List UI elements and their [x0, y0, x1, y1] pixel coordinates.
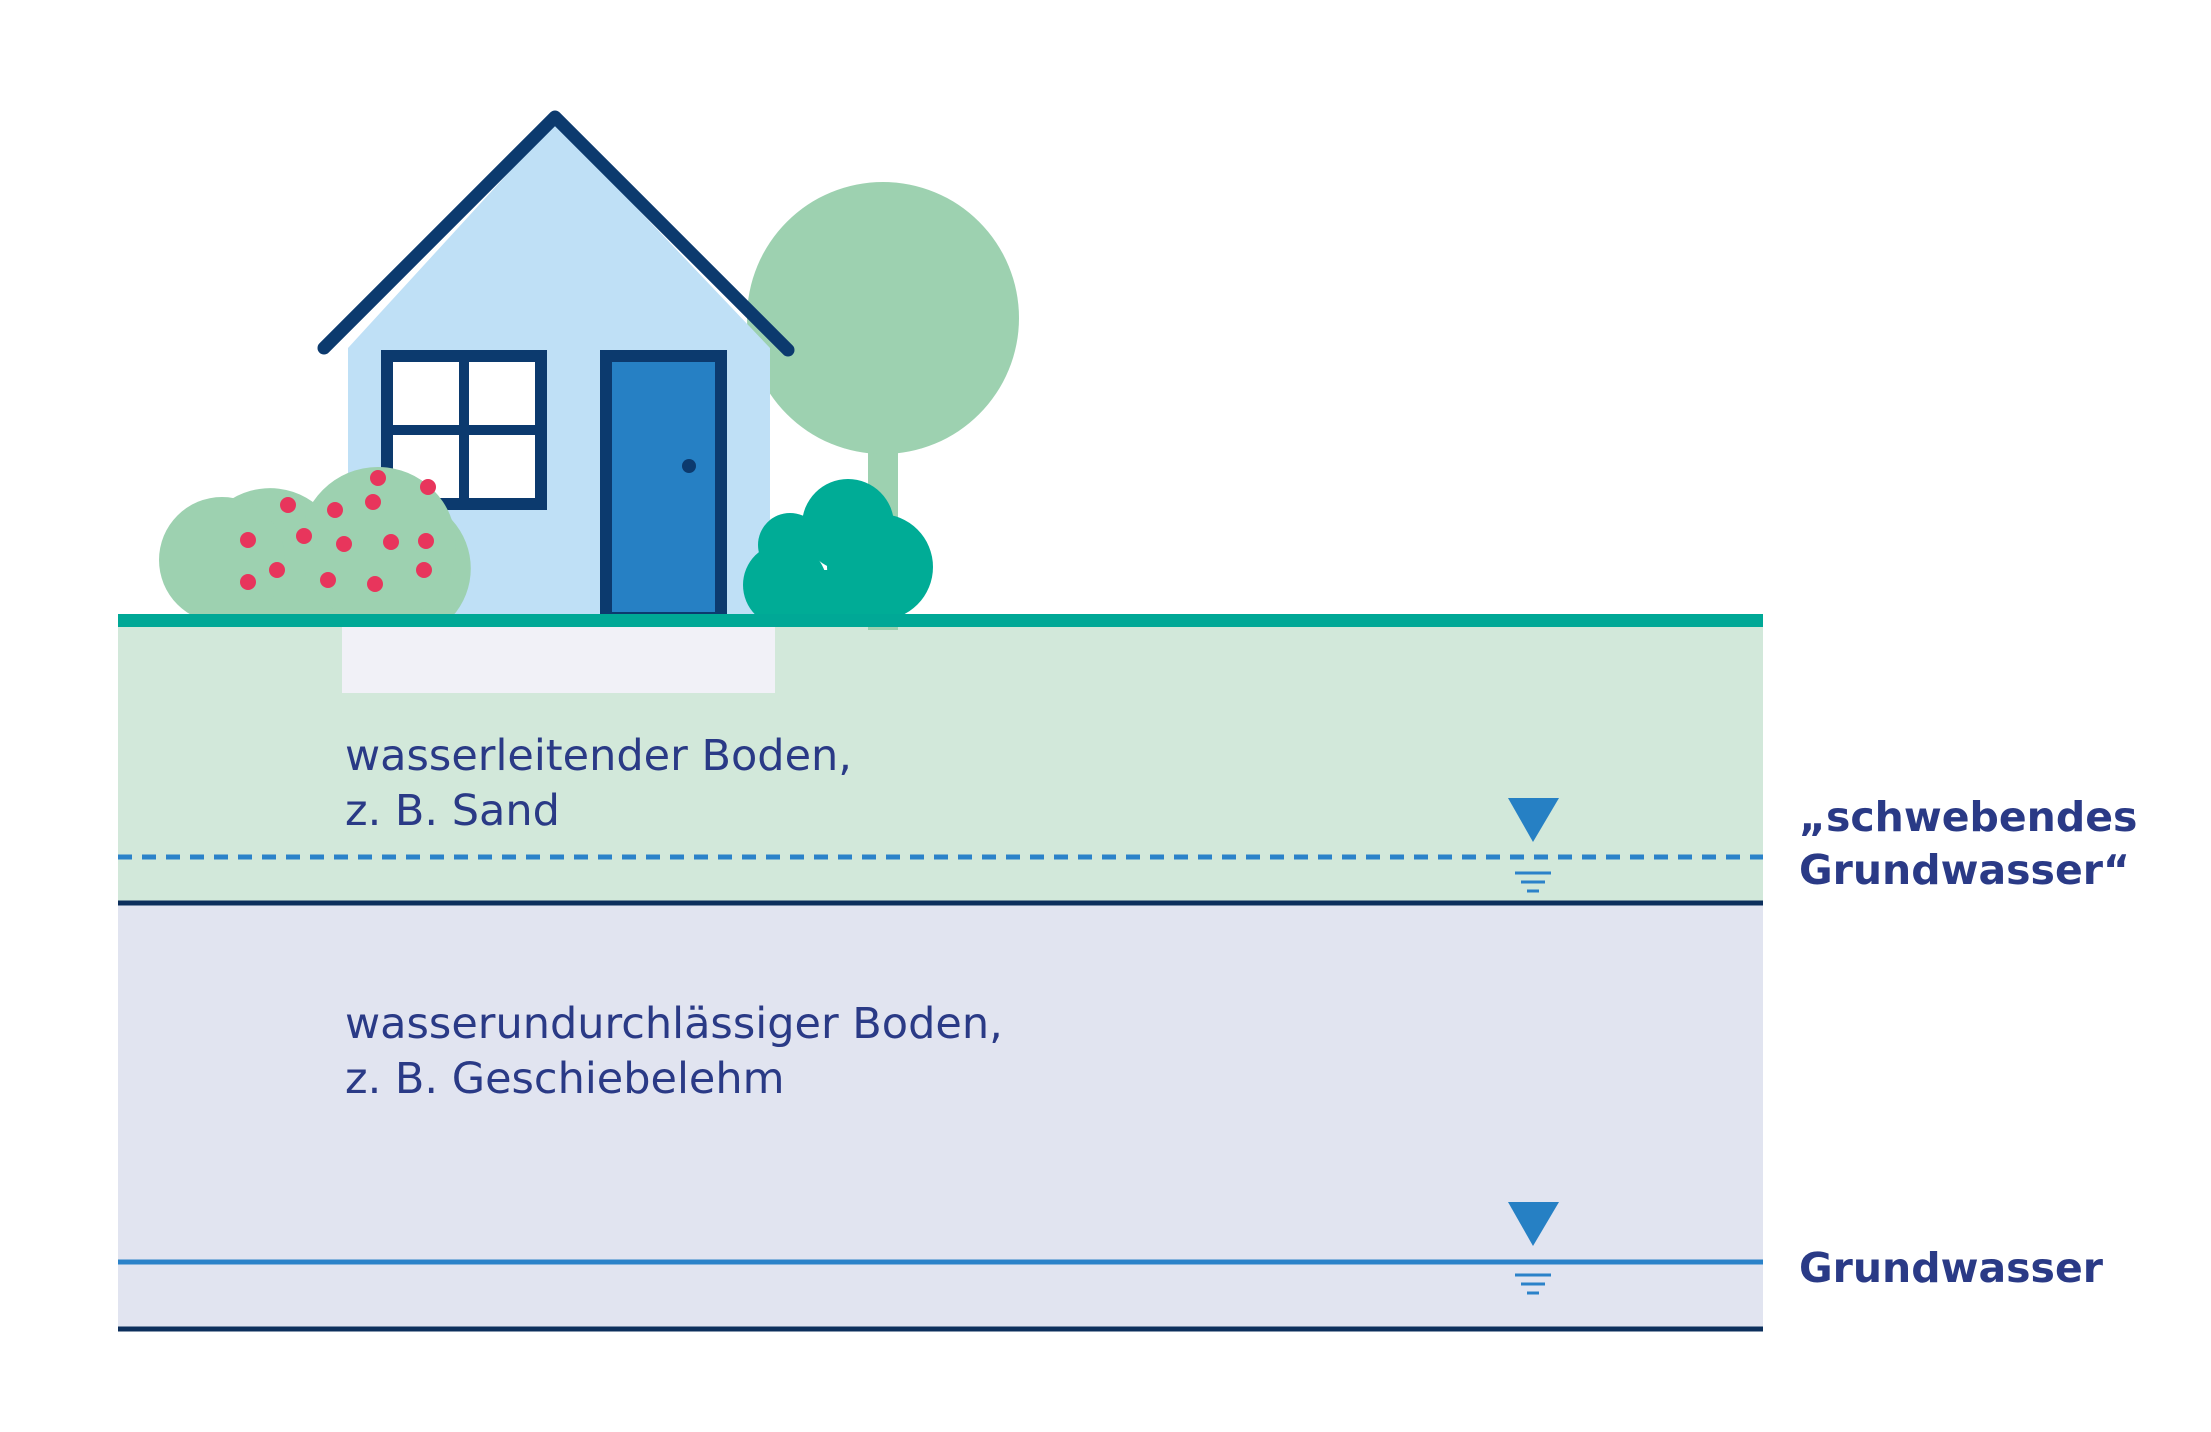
house-foundation: [342, 627, 775, 693]
water-level-icon: [1508, 798, 1559, 893]
ground-surface-line: [118, 614, 1763, 627]
impermeable-layer-label-line1: wasserundurchlässiger Boden,: [345, 999, 1003, 1049]
permeable-layer-label-line2: z. B. Sand: [345, 786, 560, 836]
impermeable-layer-label-line2: z. B. Geschiebelehm: [345, 1054, 785, 1104]
impermeable-soil-layer: [118, 903, 1763, 1328]
permeable-layer-label-line1: wasserleitender Boden,: [345, 731, 852, 781]
perched-groundwater-label-line1: „schwebendes: [1799, 793, 2137, 841]
water-level-icon: [1508, 1202, 1559, 1295]
groundwater-label: Grundwasser: [1799, 1244, 2104, 1292]
berry-bush-icon: [159, 467, 471, 623]
perched-groundwater-label-line2: Grundwasser“: [1799, 846, 2130, 894]
door-icon: [600, 350, 727, 624]
window-icon: [381, 350, 547, 510]
shrub-icon: [743, 479, 933, 627]
house-icon: [317, 110, 795, 624]
berries: [240, 470, 436, 592]
